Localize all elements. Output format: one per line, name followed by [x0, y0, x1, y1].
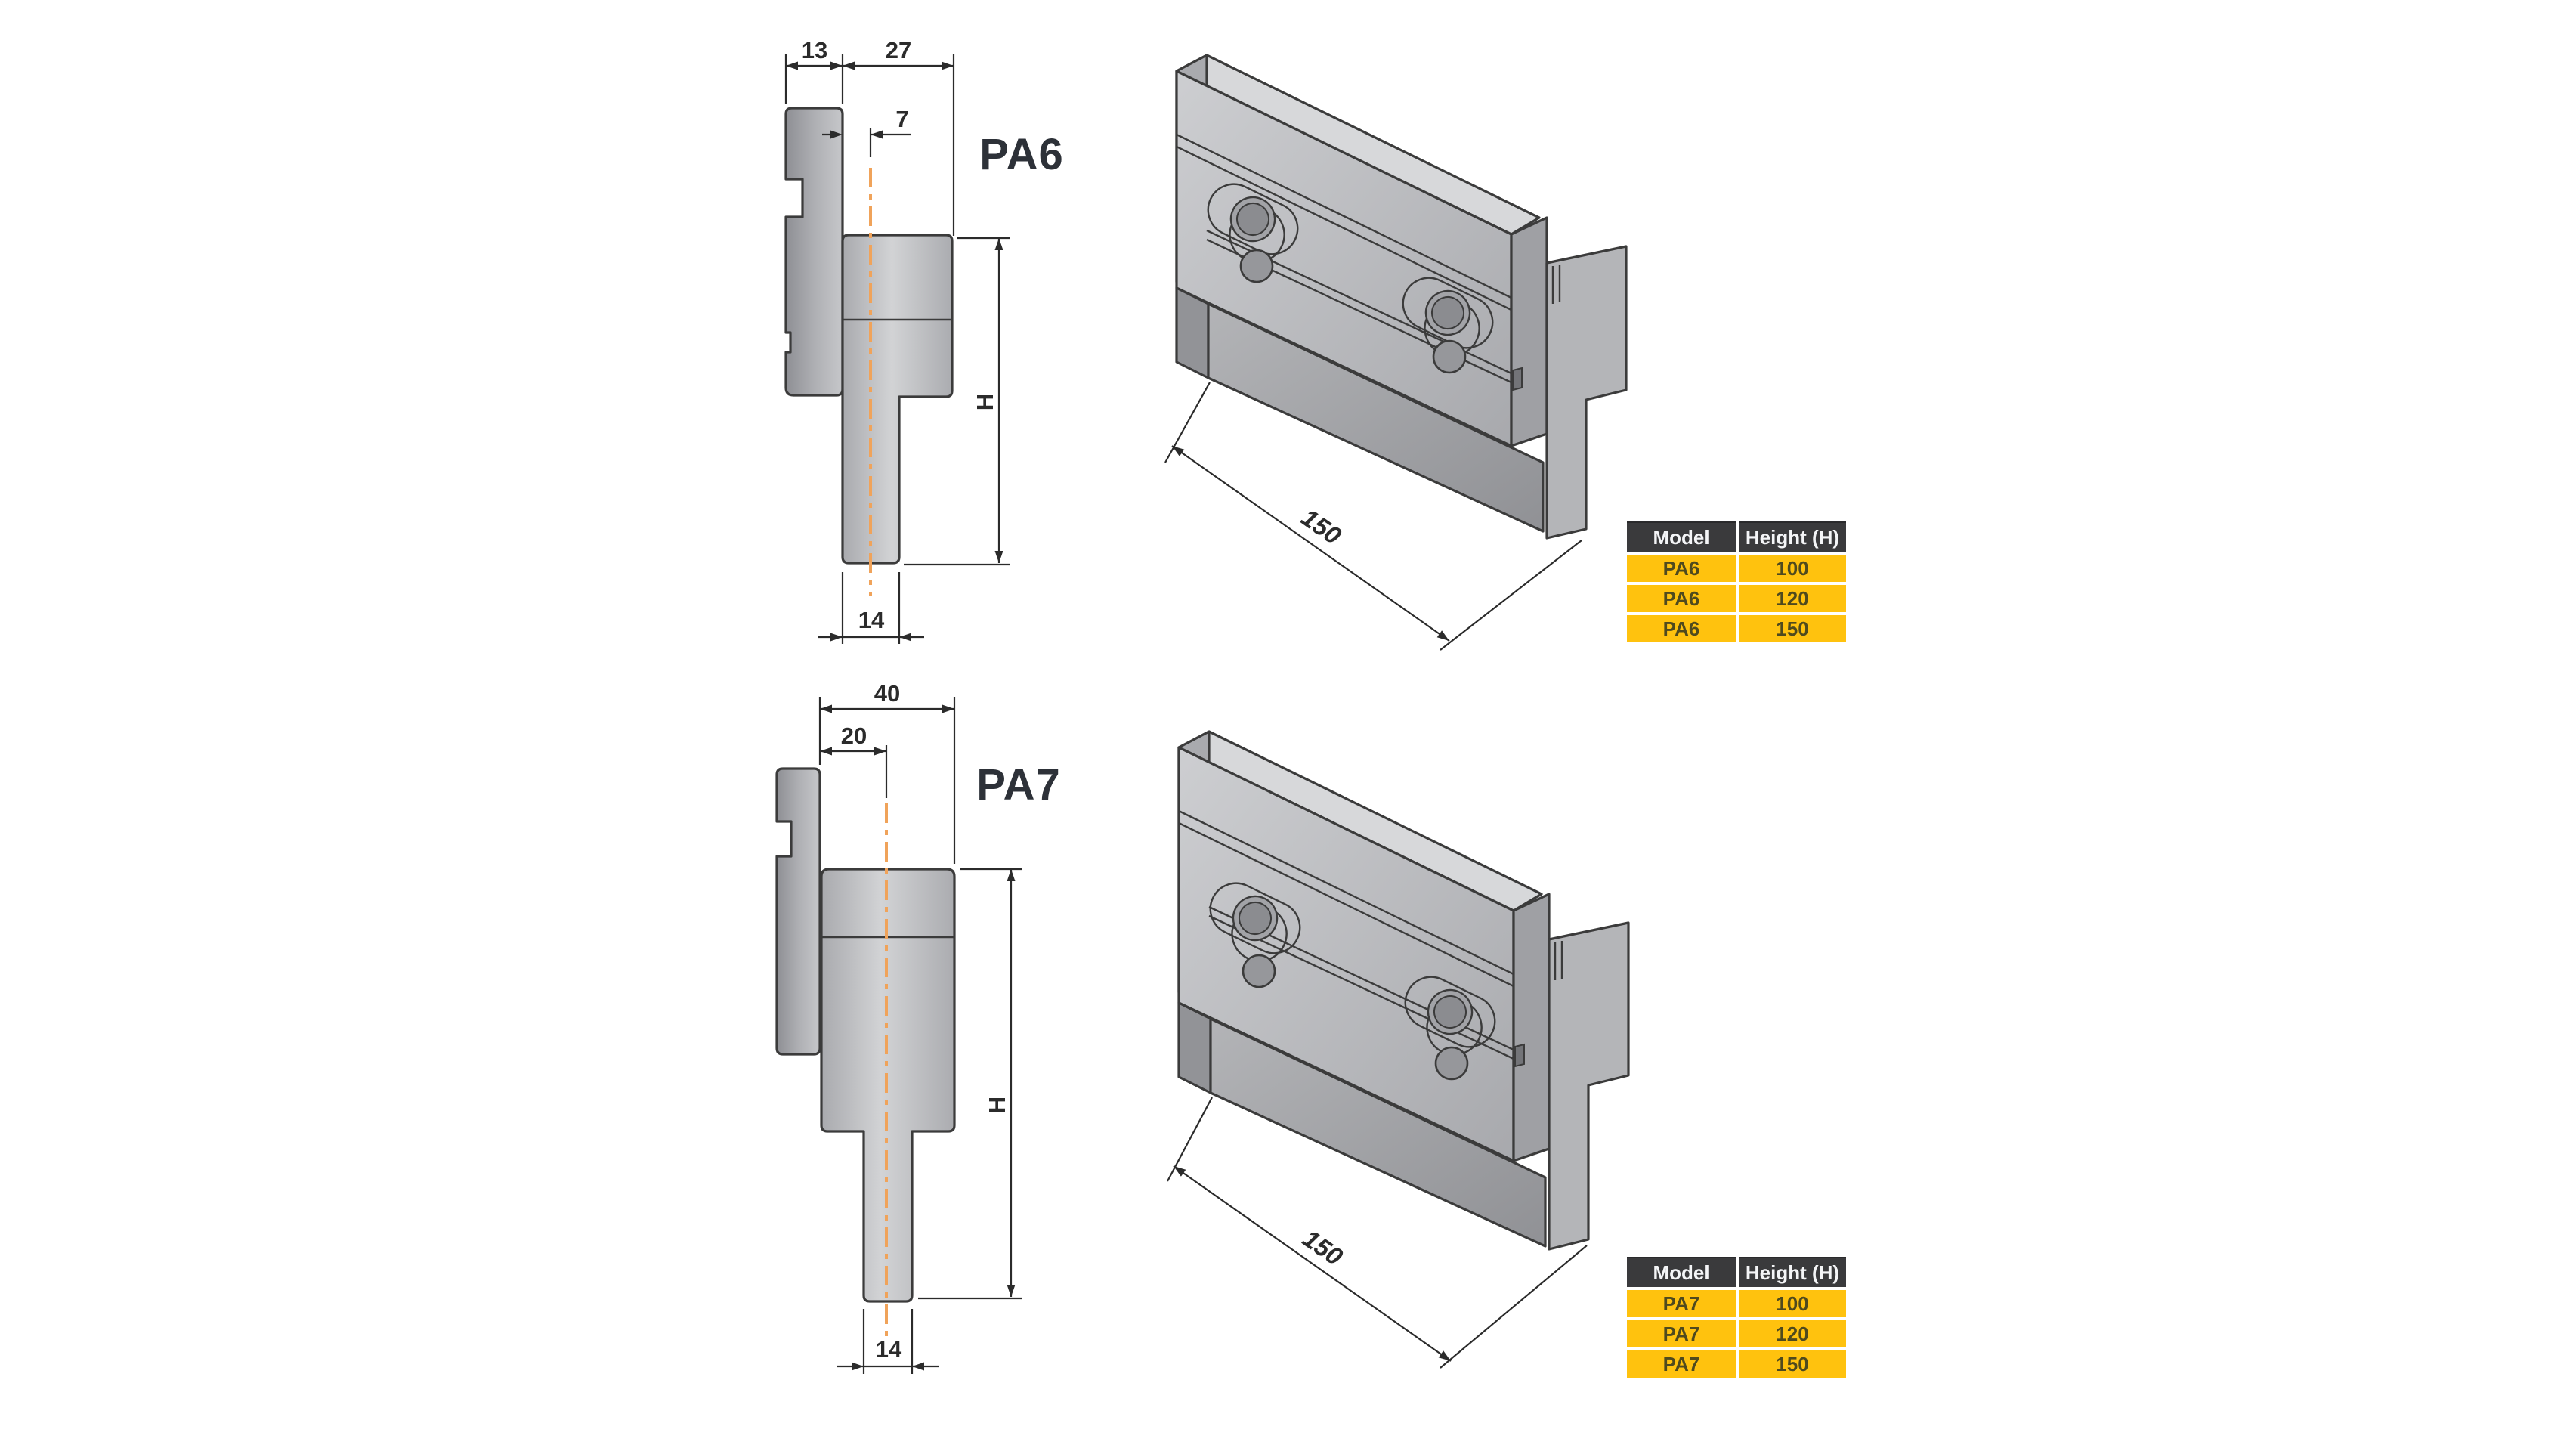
pa6-iso-bolt-slot-2 — [1402, 277, 1494, 357]
pa6-dim13-value: 13 — [802, 42, 827, 63]
pa7-dimH-value: H — [984, 1097, 1010, 1113]
pa7-table-row2-height: 120 — [1739, 1320, 1846, 1347]
pa6-model-label: PA6 — [979, 130, 1064, 179]
pa6-dim27-lines — [843, 54, 955, 236]
pa7-table-header-height: Height (H) — [1739, 1257, 1846, 1287]
bolt-head — [1236, 203, 1269, 236]
pa7-dim40-lines — [818, 697, 956, 864]
pa6-iso-tang — [1545, 245, 1628, 540]
pa7-section-drawing: 40 20 H 14 PA7 — [775, 680, 1061, 1374]
pa7-dim40-value: 40 — [874, 680, 900, 707]
pa6-dim-14: 14 — [818, 572, 924, 644]
pa7-iso-length-value: 150 — [1297, 1224, 1348, 1271]
pa6-iso-length-value: 150 — [1296, 503, 1347, 550]
pa6-dim27-arrows — [843, 61, 954, 70]
pa6-iso-groove-lines — [1176, 133, 1561, 384]
pa6-table-row1-height: 100 — [1739, 555, 1846, 582]
pa6-table-row2-height: 120 — [1739, 585, 1846, 612]
pa7-iso-pin-hole-1 — [1242, 954, 1276, 988]
pa6-dim-27: 27 — [843, 42, 955, 236]
pa7-table-header-model: Model — [1627, 1257, 1736, 1287]
pa7-iso-flange-end-face — [1177, 1001, 1212, 1094]
bolt-head — [1431, 296, 1464, 329]
bolt-head — [1433, 995, 1467, 1029]
bolt-head — [1239, 902, 1272, 935]
pa7-dim20-value: 20 — [841, 722, 867, 749]
pa7-iso-pin-hole-2 — [1434, 1046, 1469, 1081]
pa6-dim-7: 7 — [822, 106, 911, 157]
slot-outline — [1404, 976, 1496, 1048]
pa6-dimH-lines — [904, 237, 1010, 566]
pa6-iso-pin-hole-1 — [1239, 249, 1274, 283]
slot-outline — [1402, 277, 1494, 349]
pa7-table-row2-model: PA7 — [1627, 1320, 1736, 1347]
pa6-table-row1-model: PA6 — [1627, 555, 1736, 582]
pa7-table-row3-model: PA7 — [1627, 1350, 1736, 1378]
pa7-dimH-lines — [918, 868, 1022, 1300]
pa6-iso-right-end-face — [1510, 216, 1548, 447]
pa6-dim27-value: 27 — [886, 42, 911, 63]
pa7-iso-bolt-slot-1 — [1209, 882, 1301, 962]
pa6-iso-view: 150 — [1164, 54, 1628, 651]
pa7-iso-bolt-slot-2 — [1404, 976, 1496, 1056]
pa7-iso-right-end-face — [1512, 893, 1551, 1162]
pa6-table-row3-height: 150 — [1739, 615, 1846, 642]
pa7-iso-view: 150 — [1167, 730, 1630, 1369]
pa7-spec-table: Model Height (H) PA7 100 PA7 120 PA7 150 — [1627, 1257, 1846, 1378]
pa7-dim-40: 40 — [818, 680, 956, 864]
pa7-iso-slot-notch — [1514, 1043, 1525, 1068]
pa7-table-row3-height: 150 — [1739, 1350, 1846, 1378]
pa7-dim-14: 14 — [837, 1309, 939, 1374]
pa7-iso-tang — [1548, 921, 1630, 1251]
slot-outline — [1207, 183, 1299, 255]
pa7-table-row1-model: PA7 — [1627, 1290, 1736, 1317]
pa6-dim13-arrows — [786, 61, 843, 70]
pa6-table-row3-model: PA6 — [1627, 615, 1736, 642]
pa6-iso-flange-end-face — [1175, 286, 1210, 379]
pa7-dim14-value: 14 — [876, 1336, 902, 1363]
pa6-table-row2-model: PA6 — [1627, 585, 1736, 612]
pa6-spec-table: Model Height (H) PA6 100 PA6 120 PA6 150 — [1627, 521, 1846, 642]
pa6-table-header-height: Height (H) — [1739, 521, 1846, 552]
slot-outline — [1209, 882, 1301, 954]
pa6-dim150-lines — [1164, 382, 1582, 651]
pa6-dim14-value: 14 — [858, 607, 885, 633]
pa7-clamp-plate — [775, 767, 821, 1056]
pa7-model-label: PA7 — [976, 760, 1061, 809]
pa6-iso-pin-hole-2 — [1432, 339, 1467, 374]
pa6-dim-13: 13 — [784, 42, 844, 104]
pa7-iso-flange-front-face — [1209, 1017, 1547, 1248]
pa7-dim-20: 20 — [820, 722, 888, 798]
pa7-iso-part — [1177, 730, 1630, 1251]
pa6-dim-H: H — [904, 237, 1010, 566]
pa6-table-header-model: Model — [1627, 521, 1736, 552]
pa6-dimH-value: H — [972, 394, 998, 410]
pa6-iso-bolt-slot-1 — [1207, 183, 1299, 263]
pa6-iso-slot-notch — [1512, 367, 1523, 391]
pa6-dim7-value: 7 — [895, 106, 908, 132]
pa6-clamp-plate — [784, 107, 844, 397]
pa6-tool-body — [841, 234, 954, 565]
pa6-iso-flange-front-face — [1207, 302, 1545, 533]
pa7-dim-H: H — [918, 868, 1022, 1300]
pa7-iso-groove-lines — [1178, 809, 1563, 1060]
pa6-dim7-arrows — [830, 130, 883, 139]
pa7-table-row1-height: 100 — [1739, 1290, 1846, 1317]
pa6-section-drawing: 13 27 7 H 14 PA6 — [784, 42, 1064, 644]
pa6-iso-part — [1175, 54, 1628, 540]
